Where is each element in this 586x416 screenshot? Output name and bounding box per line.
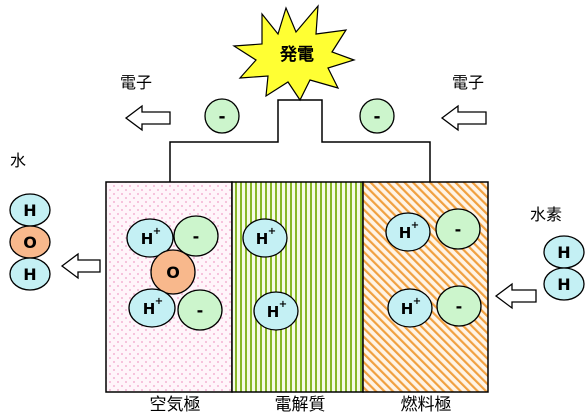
svg-text:H: H	[399, 224, 412, 242]
svg-text:H: H	[401, 300, 414, 318]
svg-text:H: H	[267, 303, 280, 321]
svg-text:+: +	[411, 220, 419, 231]
electron-label-right: 電子	[452, 73, 484, 92]
electron-top-right: -	[359, 98, 395, 134]
cathode-proton-bottom: H +	[128, 288, 176, 328]
anode-label: 燃料極	[401, 395, 452, 415]
svg-text:-: -	[373, 107, 380, 127]
anode-proton-top: H +	[385, 212, 431, 252]
electrolyte-proton-bottom: H +	[253, 291, 299, 331]
cathode-electron-bottom: -	[177, 289, 223, 331]
hydrogen-label: 水素	[530, 205, 562, 224]
svg-text:H: H	[256, 230, 269, 248]
water-label: 水	[10, 151, 26, 170]
power-label: 発電	[279, 44, 314, 65]
svg-text:+: +	[413, 296, 421, 307]
svg-text:H: H	[143, 300, 156, 318]
svg-text:-: -	[455, 220, 462, 239]
svg-text:+: +	[153, 226, 161, 237]
svg-text:H: H	[23, 201, 36, 220]
power-burst-icon	[232, 4, 356, 102]
electron-top-left: -	[204, 98, 240, 134]
svg-text:+: +	[155, 296, 163, 307]
svg-text:H: H	[141, 230, 154, 248]
cathode-electron-top: -	[173, 215, 219, 257]
cathode-label: 空気極	[150, 395, 201, 415]
svg-text:-: -	[218, 107, 225, 127]
anode-proton-bottom: H +	[387, 288, 433, 328]
svg-text:-: -	[197, 301, 204, 320]
svg-text:O: O	[166, 263, 180, 282]
svg-text:H: H	[557, 243, 570, 262]
svg-text:-: -	[456, 297, 463, 316]
svg-text:+: +	[268, 226, 276, 237]
svg-text:H: H	[557, 275, 570, 294]
arrow-water-out-icon	[60, 252, 101, 280]
electrolyte-proton-top: H +	[242, 218, 288, 258]
cathode-oxygen: O	[150, 249, 196, 295]
svg-text:H: H	[23, 265, 36, 284]
anode-electron-top: -	[435, 208, 481, 250]
hydrogen-molecule: H H	[543, 235, 585, 301]
arrow-hydrogen-in-icon	[494, 282, 537, 310]
cathode-proton-top: H +	[126, 218, 174, 258]
arrow-left-top-right-icon	[440, 104, 487, 132]
electrolyte-label: 電解質	[275, 395, 326, 415]
arrow-left-top-icon	[124, 104, 171, 132]
anode-electron-bottom: -	[436, 285, 482, 327]
water-molecule: H O H	[9, 193, 51, 291]
electrolyte-panel	[231, 181, 364, 393]
svg-text:+: +	[279, 299, 287, 310]
svg-text:O: O	[23, 233, 37, 252]
svg-text:-: -	[193, 227, 200, 246]
electron-label-left: 電子	[120, 73, 152, 92]
